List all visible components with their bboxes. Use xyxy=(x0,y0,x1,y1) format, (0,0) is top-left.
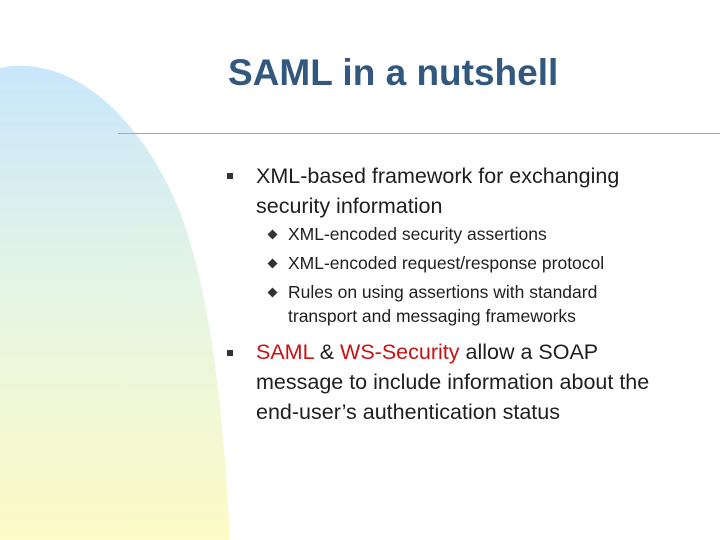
diamond-bullet-icon xyxy=(267,229,278,240)
slide-title: SAML in a nutshell xyxy=(228,52,559,93)
saml-term: SAML xyxy=(256,340,314,364)
square-bullet-icon xyxy=(227,173,233,179)
bullet-rest-text: allow a SOAP message to include informat… xyxy=(256,340,650,424)
diamond-bullet-icon xyxy=(267,287,278,298)
ampersand-text: & xyxy=(313,340,341,364)
diamond-bullet-icon xyxy=(267,258,278,269)
title-divider xyxy=(118,133,720,134)
ws-security-term: WS-Security xyxy=(340,340,460,364)
bullet-text: SAML & WS-Security allow a SOAP message … xyxy=(256,337,686,427)
subbullet-text: XML-encoded request/response protocol xyxy=(288,253,605,273)
subbullet-text: XML-encoded security assertions xyxy=(288,224,547,244)
square-bullet-icon xyxy=(227,350,233,356)
bullet-text: XML-based framework for exchanging secur… xyxy=(256,164,620,218)
subbullet-text: Rules on using assertions with standard … xyxy=(288,282,598,326)
